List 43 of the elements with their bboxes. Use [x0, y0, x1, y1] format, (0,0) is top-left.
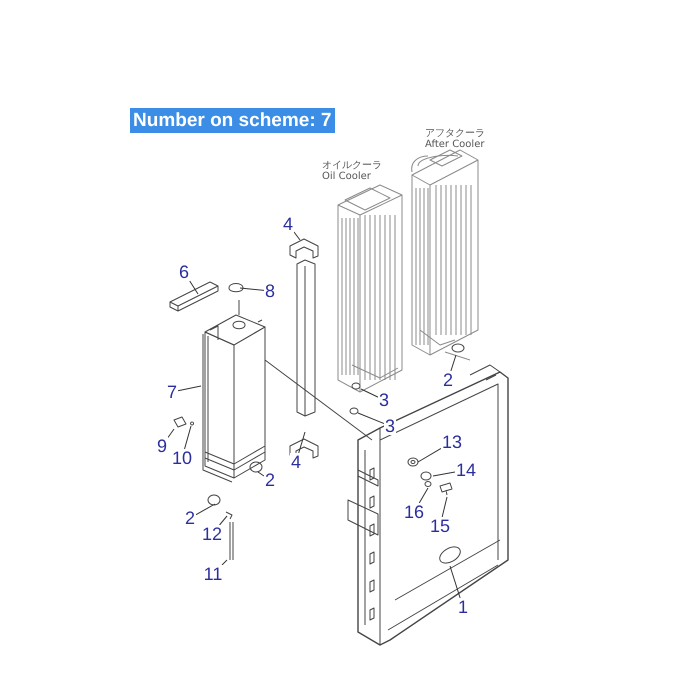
callout-number: 2 — [184, 509, 196, 527]
callout-number: 8 — [264, 282, 276, 300]
leader-line — [294, 232, 300, 240]
callout-number: 16 — [402, 503, 426, 521]
callout-number: 3 — [384, 417, 396, 435]
leader-line — [360, 388, 378, 398]
leader-line — [450, 566, 461, 598]
leader-line — [222, 560, 228, 566]
leader-line — [450, 354, 456, 372]
leader-line — [418, 448, 442, 462]
callout-number: 2 — [442, 371, 454, 389]
part-name-label: Oil Cooler — [322, 171, 371, 182]
callout-number: 11 — [202, 565, 224, 583]
callout-number: 1 — [456, 598, 469, 616]
callout-number: 6 — [178, 263, 190, 281]
leader-line — [219, 516, 228, 526]
callout-number: 14 — [454, 461, 478, 479]
callout-number: 9 — [156, 437, 168, 455]
leader-line — [298, 432, 306, 454]
leader-line — [442, 496, 448, 518]
leader-line — [178, 386, 202, 392]
callout-number: 4 — [290, 453, 302, 471]
callout-number: 15 — [428, 517, 452, 535]
callout-number: 2 — [264, 471, 276, 489]
callout-number: 4 — [282, 215, 294, 233]
leader-line — [418, 488, 428, 504]
leader-line — [258, 472, 264, 476]
leader-line — [240, 288, 264, 291]
part-name-label: オイルクーラ — [322, 160, 382, 171]
leader-line — [432, 472, 456, 476]
leader-line — [184, 426, 192, 450]
leader-line — [196, 504, 216, 516]
callout-number: 10 — [170, 449, 194, 467]
callout-number: 7 — [166, 383, 178, 401]
callout-number: 3 — [378, 391, 390, 409]
callout-number: 13 — [440, 433, 464, 451]
title-banner: Number on scheme: 7 — [130, 108, 334, 133]
leader-line — [189, 280, 198, 294]
part-name-label: After Cooler — [425, 139, 484, 150]
leader-line — [358, 412, 384, 424]
callout-number: 12 — [200, 525, 224, 543]
part-name-label: アフタクーラ — [425, 128, 485, 139]
leader-line — [168, 428, 174, 438]
